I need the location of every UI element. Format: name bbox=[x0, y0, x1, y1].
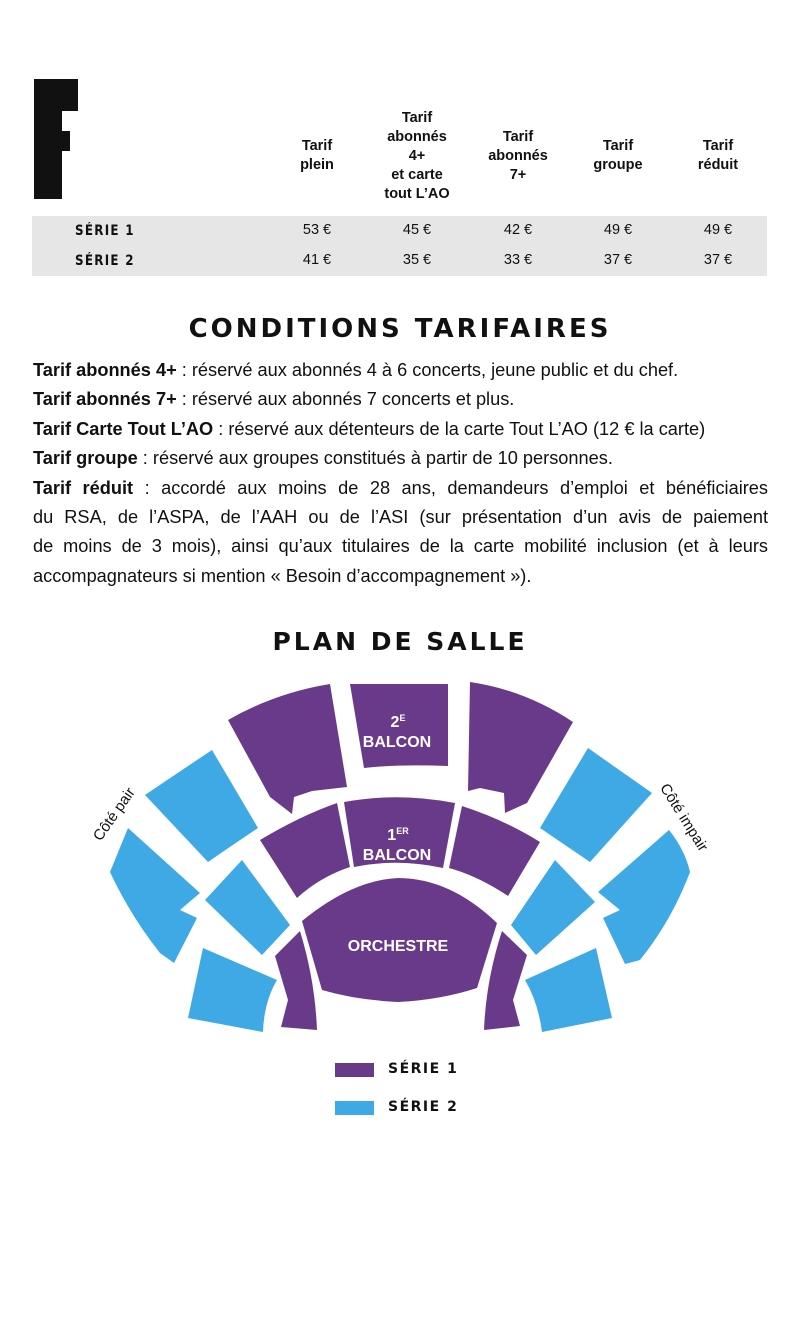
price-cell: 42 € bbox=[503, 222, 533, 238]
balcon2-label: 2E bbox=[391, 713, 406, 731]
condition-term: Tarif groupe bbox=[33, 448, 138, 469]
seat-block-cote-pair-lower bbox=[188, 948, 277, 1032]
condition-text: : réservé aux détenteurs de la carte Tou… bbox=[213, 418, 706, 439]
seat-block-cote-impair-lower bbox=[525, 948, 612, 1032]
conditions-title: CONDITIONS TARIFAIRES bbox=[188, 314, 612, 344]
seat-block-1er-balcon-right bbox=[449, 806, 540, 896]
plan-title: PLAN DE SALLE bbox=[272, 627, 528, 656]
price-cell: 41 € bbox=[302, 252, 332, 268]
condition-continuation: du RSA, de l’ASPA, de l’AAH ou de l’ASI … bbox=[33, 507, 768, 528]
seat-block-1er-balcon-center bbox=[344, 797, 455, 868]
condition-term: Tarif réduit bbox=[33, 477, 134, 498]
row-label: SÉRIE 2 bbox=[75, 253, 135, 269]
condition-line: Tarif groupe : réservé aux groupes const… bbox=[33, 444, 768, 473]
condition-line: Tarif abonnés 4+ : réservé aux abonnés 4… bbox=[33, 356, 768, 385]
f-logo bbox=[34, 79, 78, 199]
header-tarif-abonnes-7: Tarif abonnés 7+ bbox=[488, 129, 548, 183]
legend-label: SÉRIE 1 bbox=[388, 1061, 459, 1077]
seat-block-orchestre-right bbox=[484, 931, 527, 1030]
legend-swatch bbox=[335, 1101, 374, 1115]
seat-block-2e-balcon-left bbox=[228, 684, 347, 814]
header-tarif-plein: Tarif plein bbox=[300, 138, 334, 173]
seat-block-cote-impair-outer bbox=[598, 830, 690, 964]
condition-term: Tarif abonnés 4+ bbox=[33, 360, 177, 380]
legend-swatch bbox=[335, 1063, 374, 1077]
price-cell: 45 € bbox=[402, 222, 432, 238]
orchestre-label: ORCHESTRE bbox=[348, 938, 449, 955]
seat-block-cote-impair-middle bbox=[511, 860, 595, 955]
seat-block-orchestre-left bbox=[275, 931, 317, 1030]
table-row: SÉRIE 1 53 € 45 € 42 € 49 € 49 € bbox=[32, 216, 767, 246]
seat-block-cote-pair-upper bbox=[145, 750, 258, 862]
price-cell: 49 € bbox=[603, 222, 633, 238]
seating-plan: 2E BALCON 1ER BALCON ORCHESTRE Côté pair… bbox=[90, 682, 711, 1032]
condition-term: Tarif abonnés 7+ bbox=[33, 389, 177, 410]
price-table-header: Tarif plein Tarif abonnés 4+ et carte to… bbox=[32, 100, 767, 210]
price-cell: 37 € bbox=[703, 252, 733, 268]
condition-continuation: accompagnateurs si mention « Besoin d’ac… bbox=[33, 565, 532, 586]
legend-label: SÉRIE 2 bbox=[388, 1099, 459, 1115]
condition-continuation: de moins de 3 mois), ainsi qu’aux titula… bbox=[33, 536, 768, 557]
price-cell: 35 € bbox=[402, 252, 432, 268]
seat-block-1er-balcon-left bbox=[260, 803, 350, 898]
seat-block-cote-pair-outer bbox=[110, 828, 200, 963]
seat-block-2e-balcon-right bbox=[468, 682, 573, 813]
price-cell: 53 € bbox=[302, 222, 332, 238]
seat-block-orchestre bbox=[302, 878, 497, 1002]
seat-block-2e-balcon-center bbox=[350, 684, 448, 768]
price-cell: 49 € bbox=[703, 222, 733, 238]
condition-text: : réservé aux groupes constitués à parti… bbox=[137, 448, 613, 469]
condition-line: Tarif réduit : accordé aux moins de 28 a… bbox=[33, 474, 768, 503]
table-row: SÉRIE 2 41 € 35 € 33 € 37 € 37 € bbox=[32, 246, 767, 276]
price-table-body: SÉRIE 1 53 € 45 € 42 € 49 € 49 € SÉRIE 2… bbox=[32, 216, 767, 276]
balcon1-label: 1ER bbox=[387, 826, 409, 844]
condition-text: : accordé aux moins de 28 ans, demandeur… bbox=[133, 477, 768, 498]
condition-text: : réservé aux abonnés 4 à 6 concerts, je… bbox=[176, 360, 679, 380]
balcon2-word: BALCON bbox=[363, 734, 431, 751]
condition-line: Tarif Carte Tout L’AO : réservé aux déte… bbox=[33, 415, 768, 444]
row-label: SÉRIE 1 bbox=[75, 223, 135, 239]
price-cell: 33 € bbox=[503, 252, 533, 268]
header-tarif-groupe: Tarif groupe bbox=[593, 138, 643, 173]
header-tarif-reduit: Tarif réduit bbox=[697, 138, 739, 173]
seat-block-cote-pair-middle bbox=[205, 860, 290, 955]
balcon1-word: BALCON bbox=[363, 847, 431, 864]
condition-text: : réservé aux abonnés 7 concerts et plus… bbox=[176, 389, 515, 410]
conditions-body: Tarif abonnés 4+ : réservé aux abonnés 4… bbox=[33, 356, 768, 591]
header-tarif-abonnes-4: Tarif abonnés 4+ et carte tout L’AO bbox=[384, 110, 450, 202]
seat-block-cote-impair-upper bbox=[540, 748, 652, 862]
price-cell: 37 € bbox=[603, 252, 633, 268]
condition-term: Tarif Carte Tout L’AO bbox=[33, 418, 214, 439]
condition-line: Tarif abonnés 7+ : réservé aux abonnés 7… bbox=[33, 385, 768, 414]
